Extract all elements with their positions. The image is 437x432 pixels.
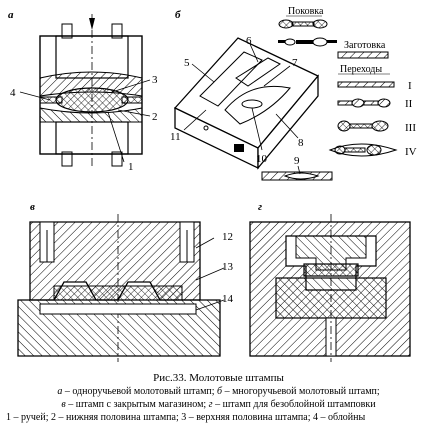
panel-v-drawing: в 12 13 14 xyxy=(17,201,234,362)
callout-13: 13 xyxy=(222,261,234,273)
callout-3: 3 xyxy=(152,74,158,86)
callout-7: 7 xyxy=(292,57,298,69)
panel-g-drawing: г xyxy=(249,201,411,362)
figure-title: Рис.33. Молотовые штампы xyxy=(153,372,284,384)
callout-14: 14 xyxy=(222,293,234,305)
callout-8: 8 xyxy=(298,137,304,149)
caption-line-1: а – одноручьевой молотовый штамп; б – мн… xyxy=(0,386,437,397)
step-4-icon xyxy=(328,143,398,157)
legend-zagotovka: Заготовка xyxy=(344,40,386,51)
panel-a-label: а xyxy=(8,9,14,21)
legend-pokovka: Поковка xyxy=(288,6,324,17)
callout-2: 2 xyxy=(152,111,158,123)
panel-b-label: б xyxy=(175,9,181,21)
step-1-icon xyxy=(337,81,395,88)
callout-6: 6 xyxy=(246,35,252,47)
caption-line-3: 1 – ручей; 2 – нижняя половина штампа; 3… xyxy=(6,412,366,423)
caption-v-text: – штамп с закрытым ма xyxy=(65,399,170,410)
caption-a-text: – одноручьевой молотовый штамп; xyxy=(62,386,218,397)
step-label-1: I xyxy=(408,80,412,92)
legend-perehody: Переходы xyxy=(340,64,382,75)
caption-b-label: б xyxy=(217,386,223,397)
callout-12: 12 xyxy=(222,231,233,243)
caption-line-2: в – штамп с закрытым магазином; г – штам… xyxy=(0,399,437,410)
caption-a-label: а xyxy=(57,386,63,397)
forging-icon-2 xyxy=(278,37,337,47)
step-label-2: II xyxy=(405,98,413,110)
caption-g-text: – штамп для безоблойной штамповки xyxy=(212,399,376,410)
callout-10: 10 xyxy=(256,153,268,165)
panel-a-drawing: а 4 3 2 1 xyxy=(8,9,158,173)
forging-legend: Поковка Заготовка Переходы I II xyxy=(278,6,417,158)
caption-b-text: – многоручьевой молотовый штамп; xyxy=(222,386,380,397)
step-label-3: III xyxy=(405,122,416,134)
caption-g-label: г xyxy=(208,399,213,410)
step-label-4: IV xyxy=(405,146,417,158)
step-3-icon xyxy=(337,120,389,132)
step-2-icon xyxy=(337,98,391,108)
blank-icon xyxy=(337,51,389,59)
callout-1: 1 xyxy=(128,161,134,173)
panel-b-drawing: б 5 6 7 11 10 8 9 xyxy=(170,9,333,181)
callout-5: 5 xyxy=(184,57,190,69)
caption-v-label: в xyxy=(61,399,66,410)
caption-v-text-2: газином; xyxy=(169,399,209,410)
callout-9: 9 xyxy=(294,155,300,167)
panel-g-label: г xyxy=(258,201,262,213)
panel-v-label: в xyxy=(30,201,35,213)
callout-11: 11 xyxy=(170,131,181,143)
callout-4-a: 4 xyxy=(10,87,16,99)
forging-icon xyxy=(278,19,328,29)
